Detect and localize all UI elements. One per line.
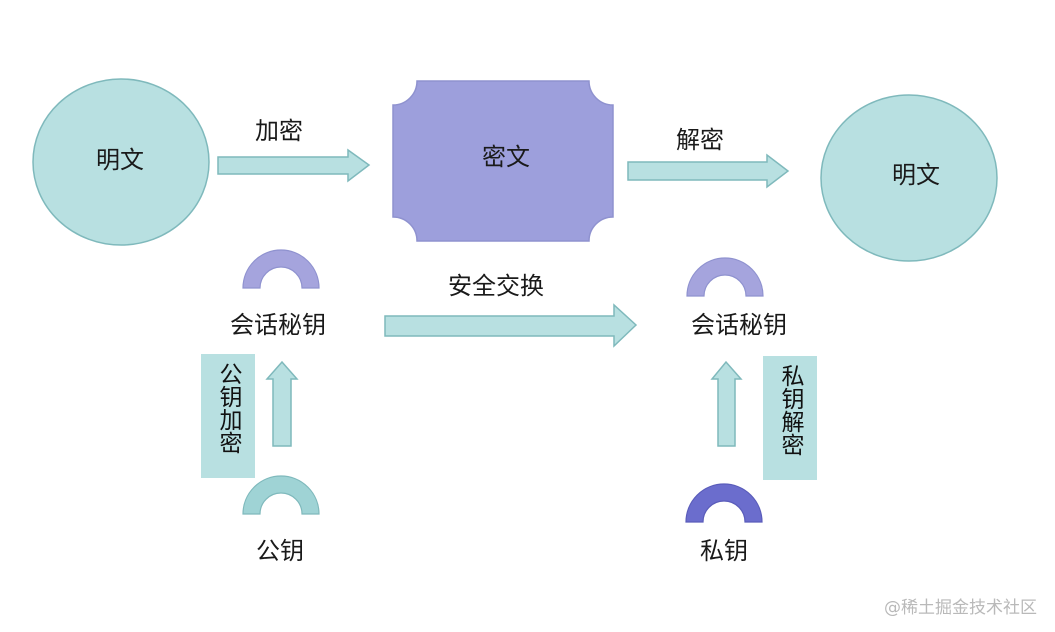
session-key-right-label: 会话秘钥 — [691, 311, 787, 339]
secure-exchange-arrow — [384, 303, 638, 348]
session-key-left-arch-icon — [242, 249, 320, 289]
private-key-label: 私钥 — [700, 537, 748, 565]
plaintext-left-label: 明文 — [96, 146, 144, 174]
private-key-up-arrow — [710, 360, 743, 447]
watermark: @稀土掘金技术社区 — [884, 598, 1037, 618]
private-key-arch-icon — [685, 483, 763, 523]
public-key-encrypt-label: 公钥加密 — [215, 362, 241, 454]
public-key-label: 公钥 — [256, 537, 304, 565]
public-key-arch-icon — [242, 475, 320, 515]
secure-exchange-label: 安全交换 — [448, 272, 544, 300]
decrypt-arrow — [627, 153, 790, 189]
public-key-up-arrow — [265, 360, 299, 447]
plaintext-right-label: 明文 — [892, 161, 940, 189]
encrypt-arrow — [217, 148, 371, 183]
decrypt-label: 解密 — [676, 126, 724, 154]
encrypt-label: 加密 — [255, 117, 303, 145]
private-key-decrypt-label: 私钥解密 — [777, 364, 803, 456]
public-key-encrypt-label-bg — [201, 354, 255, 478]
plaintext-right-circle — [820, 94, 998, 262]
ciphertext-box — [392, 80, 614, 242]
ciphertext-label: 密文 — [482, 143, 530, 171]
session-key-right-arch-icon — [686, 257, 764, 297]
plaintext-left-circle — [32, 78, 210, 246]
private-key-decrypt-label-bg — [763, 356, 817, 480]
session-key-left-label: 会话秘钥 — [230, 311, 326, 339]
